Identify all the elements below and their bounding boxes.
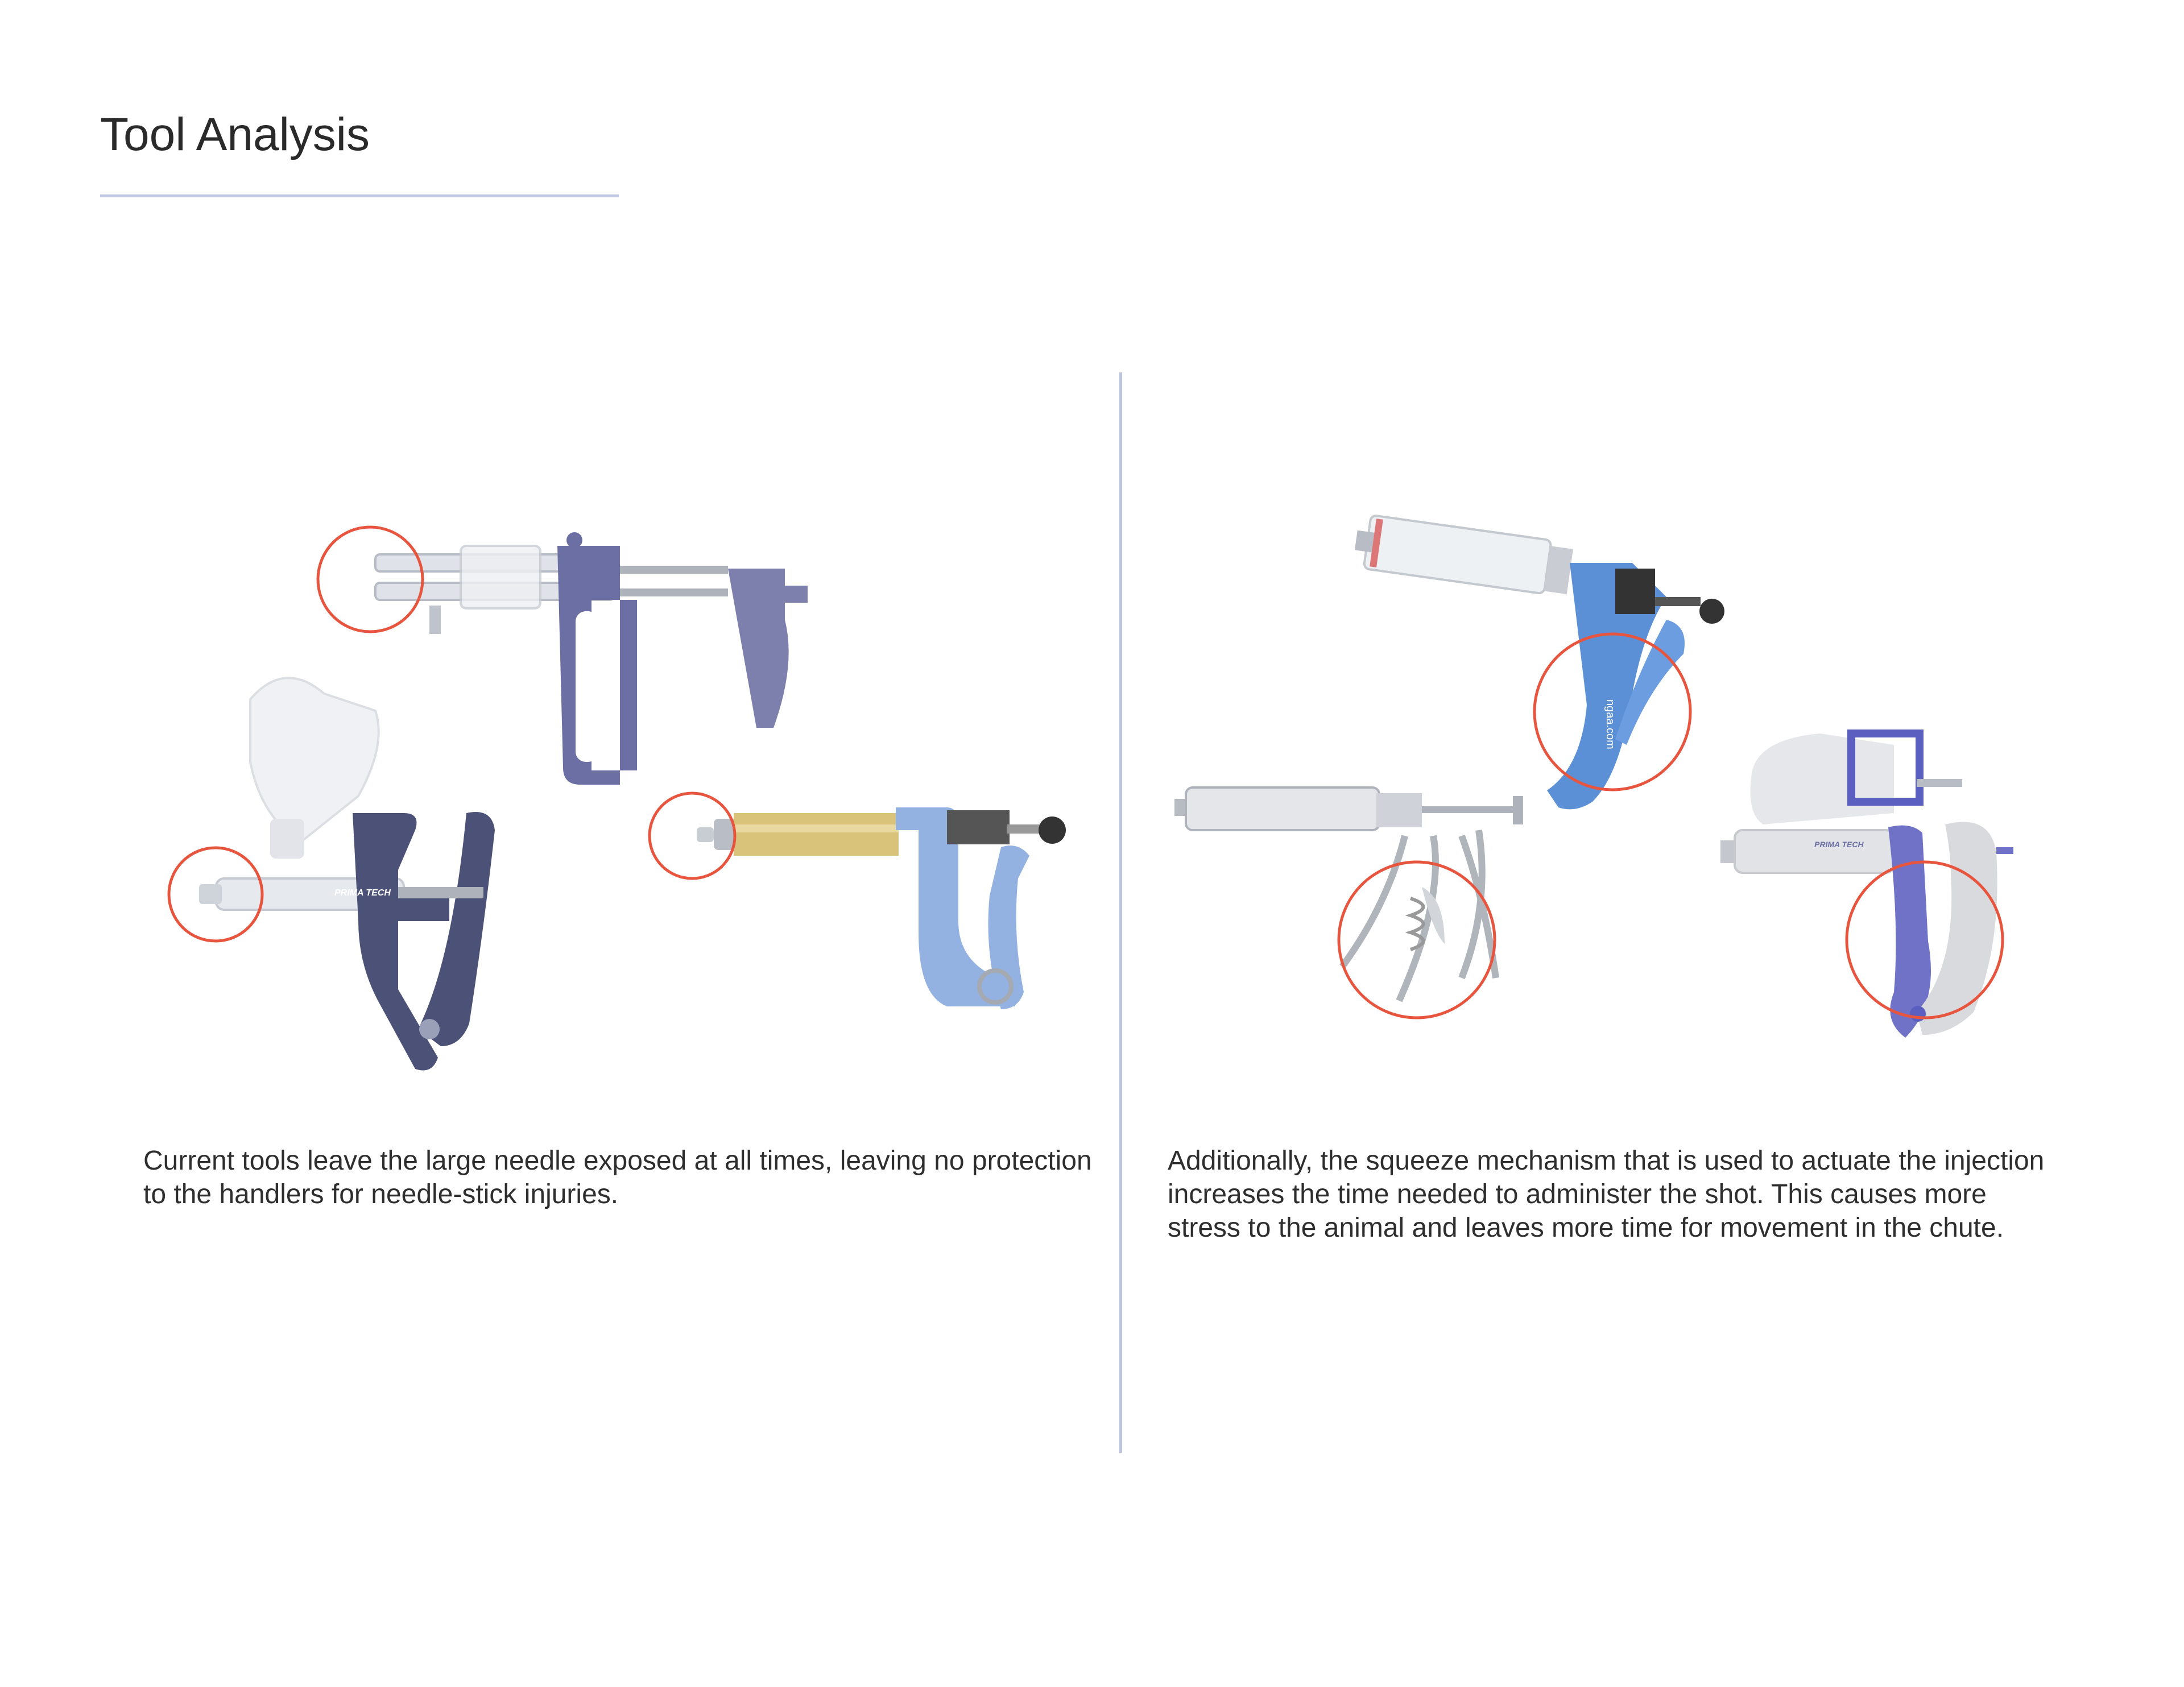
highlight-circle-needle-1 (316, 525, 424, 633)
syringe-clear-blue-pistol: ngaa.com (1354, 515, 1724, 810)
highlight-circle-squeeze-3 (1845, 860, 2004, 1019)
syringe-purple-twin (374, 532, 808, 785)
highlight-circle-squeeze-2 (1337, 860, 1496, 1019)
highlight-circle-needle-3 (648, 791, 737, 880)
prima-tech-logo: PRIMA TECH (334, 888, 391, 898)
syringe-grey-automatic: PRIMA TECH (1720, 729, 2013, 1038)
highlight-circle-needle-2 (167, 846, 264, 943)
highlight-circle-squeeze-1 (1533, 632, 1692, 791)
syringe-gold-blue (697, 807, 1066, 1009)
syringe-silver-spring (1174, 786, 1523, 1002)
url-mark-logo: ngaa.com (1604, 699, 1616, 749)
prima-tech-logo-2: PRIMA TECH (1814, 840, 1864, 849)
panel-divider (1119, 372, 1122, 1453)
left-caption: Current tools leave the large needle exp… (143, 1146, 1092, 1209)
title-underline (100, 194, 619, 197)
syringe-navy-bottle: PRIMA TECH (199, 677, 495, 1071)
page-title: Tool Analysis (100, 109, 370, 160)
right-caption: Additionally, the squeeze mechanism that… (1168, 1146, 2045, 1243)
